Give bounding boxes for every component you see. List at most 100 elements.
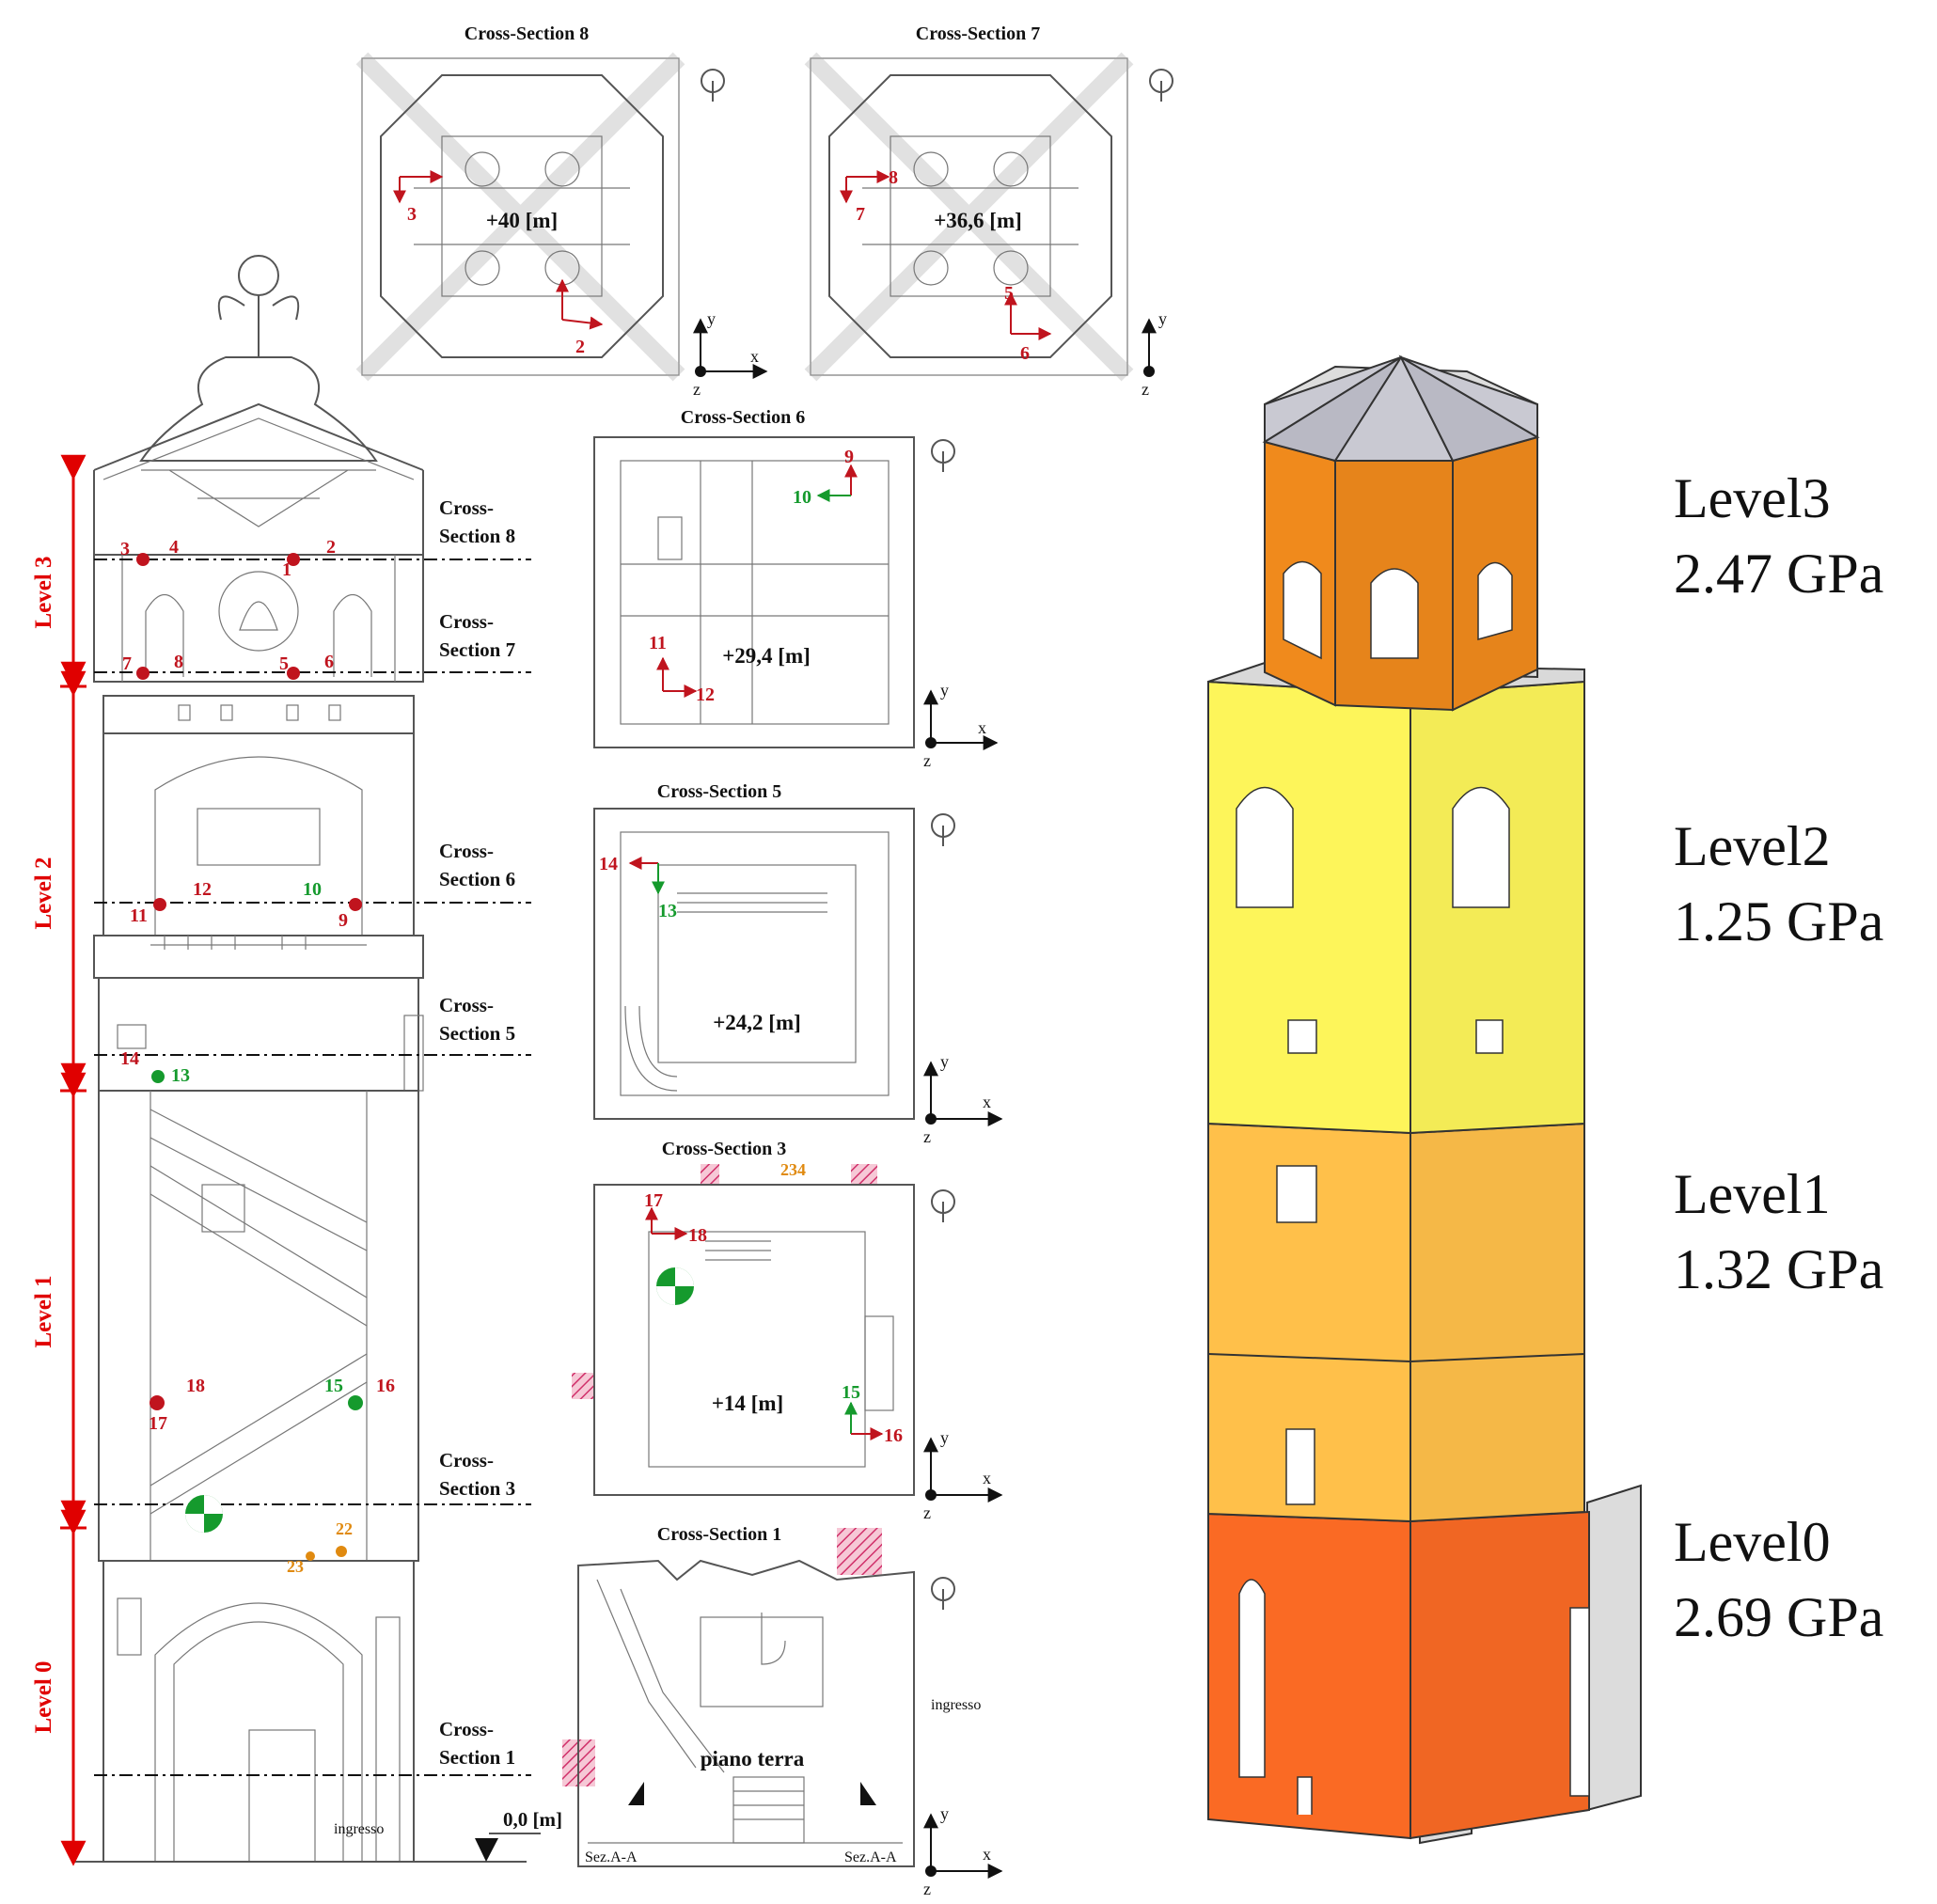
- svg-text:Section 3: Section 3: [439, 1477, 515, 1500]
- svg-text:Section 7: Section 7: [439, 638, 515, 661]
- svg-text:y: y: [940, 681, 949, 700]
- svg-text:234: 234: [780, 1160, 806, 1179]
- cs1-side-label: ingresso: [931, 1697, 981, 1713]
- level3-modulus: 2.47 GPa: [1674, 543, 1883, 605]
- svg-text:y: y: [940, 1052, 949, 1071]
- svg-text:5: 5: [1004, 283, 1014, 304]
- svg-text:Section 8: Section 8: [439, 525, 515, 547]
- cross-section-5: Cross-Section 5 +24,2 [m] 14 13 yxz: [593, 781, 1003, 1146]
- svg-text:z: z: [693, 380, 701, 399]
- cross-section-6: Cross-Section 6 +29,4 [m] 9 10 11 12 y x z: [593, 407, 999, 770]
- cs1-title: Cross-Section 1: [657, 1524, 781, 1545]
- cross-section-7: Cross-Section 7 +36,6 [m] 8 7 5 6 y z: [804, 24, 1173, 399]
- cs8-title: Cross-Section 8: [465, 24, 589, 44]
- section-label-6: Cross- Section 6: [439, 840, 515, 890]
- svg-text:12: 12: [696, 684, 715, 705]
- svg-text:x: x: [983, 1093, 991, 1111]
- svg-text:14: 14: [120, 1048, 139, 1069]
- svg-text:12: 12: [193, 879, 212, 900]
- svg-text:6: 6: [1020, 343, 1030, 364]
- svg-text:Cross-: Cross-: [439, 1718, 494, 1740]
- svg-text:z: z: [923, 751, 931, 770]
- level2-modulus: 1.25 GPa: [1674, 890, 1883, 952]
- ground-level-marker: [475, 1838, 498, 1862]
- svg-text:z: z: [1142, 380, 1149, 399]
- svg-text:3: 3: [407, 204, 417, 225]
- cs1-center-label: piano terra: [701, 1747, 805, 1770]
- cross-section-8: Cross-Section 8 +40 [m] 3 2 y x z: [355, 24, 768, 399]
- svg-text:z: z: [923, 1880, 931, 1898]
- level0-modulus: 2.69 GPa: [1674, 1586, 1883, 1648]
- level0-name: Level0: [1674, 1511, 1831, 1573]
- svg-text:9: 9: [844, 447, 854, 467]
- svg-text:2: 2: [326, 537, 336, 558]
- svg-text:Section 5: Section 5: [439, 1022, 515, 1045]
- cs3-elevation: +14 [m]: [712, 1392, 783, 1415]
- svg-text:8: 8: [889, 167, 898, 188]
- cs6-elevation: +29,4 [m]: [722, 644, 811, 668]
- svg-text:13: 13: [171, 1065, 190, 1086]
- cs3-title: Cross-Section 3: [662, 1139, 786, 1159]
- elevation-sensors: 3 4 1 2 7 8 5 6 11 12 10 9 14 13 18 17 1…: [120, 537, 395, 1576]
- section-label-7: Cross- Section 7: [439, 610, 515, 661]
- level2-name: Level2: [1674, 815, 1831, 877]
- tower-3d-model: [1207, 354, 1642, 1845]
- svg-text:z: z: [923, 1127, 931, 1146]
- svg-text:16: 16: [884, 1425, 903, 1446]
- ground-elevation: 0,0 [m]: [503, 1808, 562, 1831]
- svg-text:8: 8: [174, 652, 183, 672]
- svg-text:11: 11: [649, 633, 667, 653]
- svg-text:18: 18: [688, 1225, 707, 1246]
- svg-text:2: 2: [575, 337, 585, 357]
- cross-section-3: Cross-Section 3 234 +14 [m] 17 18 15 16 …: [572, 1139, 1003, 1522]
- level-1-label: Level 1: [31, 1275, 56, 1347]
- cs5-elevation: +24,2 [m]: [713, 1011, 801, 1034]
- svg-text:Cross-: Cross-: [439, 610, 494, 633]
- cs8-elevation: +40 [m]: [486, 209, 558, 232]
- svg-text:17: 17: [644, 1190, 663, 1211]
- section-label-1: Cross- Section 1: [439, 1718, 515, 1769]
- cross-section-1: Cross-Section 1 piano terra ingresso Sez…: [562, 1524, 1003, 1898]
- svg-text:4: 4: [169, 537, 179, 558]
- cs7-elevation: +36,6 [m]: [934, 209, 1022, 232]
- svg-text:3: 3: [120, 539, 130, 559]
- cs1-sez-left: Sez.A-A: [585, 1849, 638, 1865]
- svg-text:Section 6: Section 6: [439, 868, 515, 890]
- svg-text:z: z: [923, 1503, 931, 1522]
- svg-text:Cross-: Cross-: [439, 496, 494, 519]
- svg-text:14: 14: [599, 854, 618, 874]
- svg-text:10: 10: [793, 487, 811, 508]
- level1-name: Level1: [1674, 1163, 1831, 1225]
- cs6-title: Cross-Section 6: [681, 407, 805, 428]
- svg-text:Cross-: Cross-: [439, 840, 494, 862]
- svg-text:9: 9: [339, 910, 348, 931]
- section-label-8: Cross- Section 8: [439, 496, 515, 547]
- svg-text:x: x: [983, 1845, 991, 1864]
- cs7-title: Cross-Section 7: [916, 24, 1040, 44]
- svg-text:7: 7: [122, 653, 132, 674]
- svg-text:x: x: [750, 347, 759, 366]
- svg-text:17: 17: [149, 1413, 167, 1434]
- section-label-3: Cross- Section 3: [439, 1449, 515, 1500]
- svg-text:Cross-: Cross-: [439, 1449, 494, 1471]
- svg-text:y: y: [707, 309, 716, 328]
- level1-modulus: 1.32 GPa: [1674, 1238, 1883, 1300]
- svg-text:y: y: [1158, 309, 1167, 328]
- svg-text:Section 1: Section 1: [439, 1746, 515, 1769]
- svg-text:6: 6: [324, 652, 334, 672]
- svg-text:16: 16: [376, 1376, 395, 1396]
- svg-text:7: 7: [856, 204, 865, 225]
- svg-text:Cross-: Cross-: [439, 994, 494, 1016]
- level-0-label: Level 0: [31, 1660, 56, 1733]
- svg-text:x: x: [978, 718, 986, 737]
- level3-name: Level3: [1674, 467, 1831, 529]
- model-level-legend: Level3 2.47 GPa Level2 1.25 GPa Level1 1…: [1674, 467, 1883, 1648]
- svg-text:22: 22: [336, 1519, 353, 1538]
- level-2-label: Level 2: [31, 857, 56, 929]
- svg-text:5: 5: [279, 653, 289, 674]
- svg-text:23: 23: [287, 1557, 304, 1576]
- svg-text:10: 10: [303, 879, 322, 900]
- entrance-label: ingresso: [334, 1821, 384, 1837]
- svg-text:1: 1: [282, 559, 291, 580]
- svg-text:y: y: [940, 1804, 949, 1823]
